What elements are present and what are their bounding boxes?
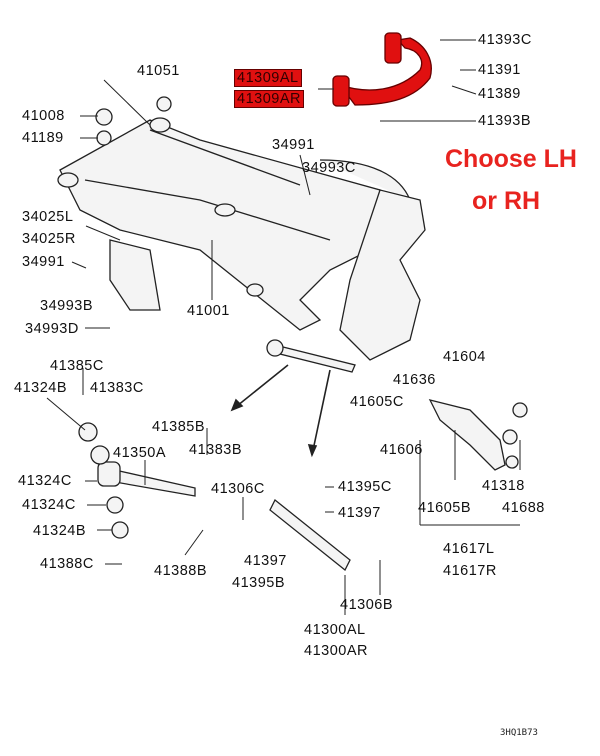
- part-label: 41300AL: [304, 622, 366, 638]
- part-label: 41324B: [14, 380, 67, 396]
- part-label: 41397: [338, 505, 381, 521]
- part-label: 41008: [22, 108, 65, 124]
- upper-arm-drawing: [332, 32, 432, 107]
- part-label: 41385B: [152, 419, 205, 435]
- part-label: 41189: [22, 130, 64, 146]
- part-label: 41383B: [189, 442, 242, 458]
- part-label: 41350A: [113, 445, 166, 461]
- part-label: 34025L: [22, 209, 74, 225]
- highlighted-part-label-rh: 41309AR: [234, 90, 304, 108]
- part-label: 41395B: [232, 575, 285, 591]
- highlighted-part-label-lh: 41309AL: [234, 69, 302, 87]
- part-label: 41617L: [443, 541, 495, 557]
- part-label: 41051: [137, 63, 180, 79]
- part-label: 41395C: [338, 479, 392, 495]
- choose-side-note: Choose LH: [445, 145, 577, 173]
- leader-lines: [46, 39, 521, 615]
- part-label: 41001: [187, 303, 230, 319]
- part-label: 34991: [22, 254, 65, 270]
- part-label: 41393C: [478, 32, 532, 48]
- part-label: 34993C: [302, 160, 356, 176]
- part-label: 41385C: [50, 358, 104, 374]
- lower-arms-drawing: [78, 96, 528, 572]
- part-label: 41300AR: [304, 643, 368, 659]
- part-label: 41388C: [40, 556, 94, 572]
- part-label: 34993D: [25, 321, 79, 337]
- part-label: 41393B: [478, 113, 531, 129]
- part-label: 41617R: [443, 563, 497, 579]
- diagram-code: 3HQ1B73: [500, 728, 538, 738]
- choose-side-note: or RH: [472, 187, 541, 215]
- part-label: 41318: [482, 478, 525, 494]
- part-label: 41306B: [340, 597, 393, 613]
- direction-arrows: [230, 364, 331, 458]
- part-label: 41306C: [211, 481, 265, 497]
- part-label: 41604: [443, 349, 486, 365]
- part-label: 41383C: [90, 380, 144, 396]
- part-label: 41688: [502, 500, 545, 516]
- part-label: 41605C: [350, 394, 404, 410]
- part-label: 41389: [478, 86, 521, 102]
- part-label: 41606: [380, 442, 423, 458]
- part-label: 41388B: [154, 563, 207, 579]
- part-label: 34025R: [22, 231, 76, 247]
- part-label: 41324C: [18, 473, 72, 489]
- part-label: 34991: [272, 137, 315, 153]
- part-label: 34993B: [40, 298, 93, 314]
- part-label: 41397: [244, 553, 287, 569]
- part-label: 41391: [478, 62, 521, 78]
- part-label: 41324C: [22, 497, 76, 513]
- part-label: 41636: [393, 372, 436, 388]
- part-label: 41324B: [33, 523, 86, 539]
- subframe-drawing: [57, 117, 426, 361]
- part-label: 41605B: [418, 500, 471, 516]
